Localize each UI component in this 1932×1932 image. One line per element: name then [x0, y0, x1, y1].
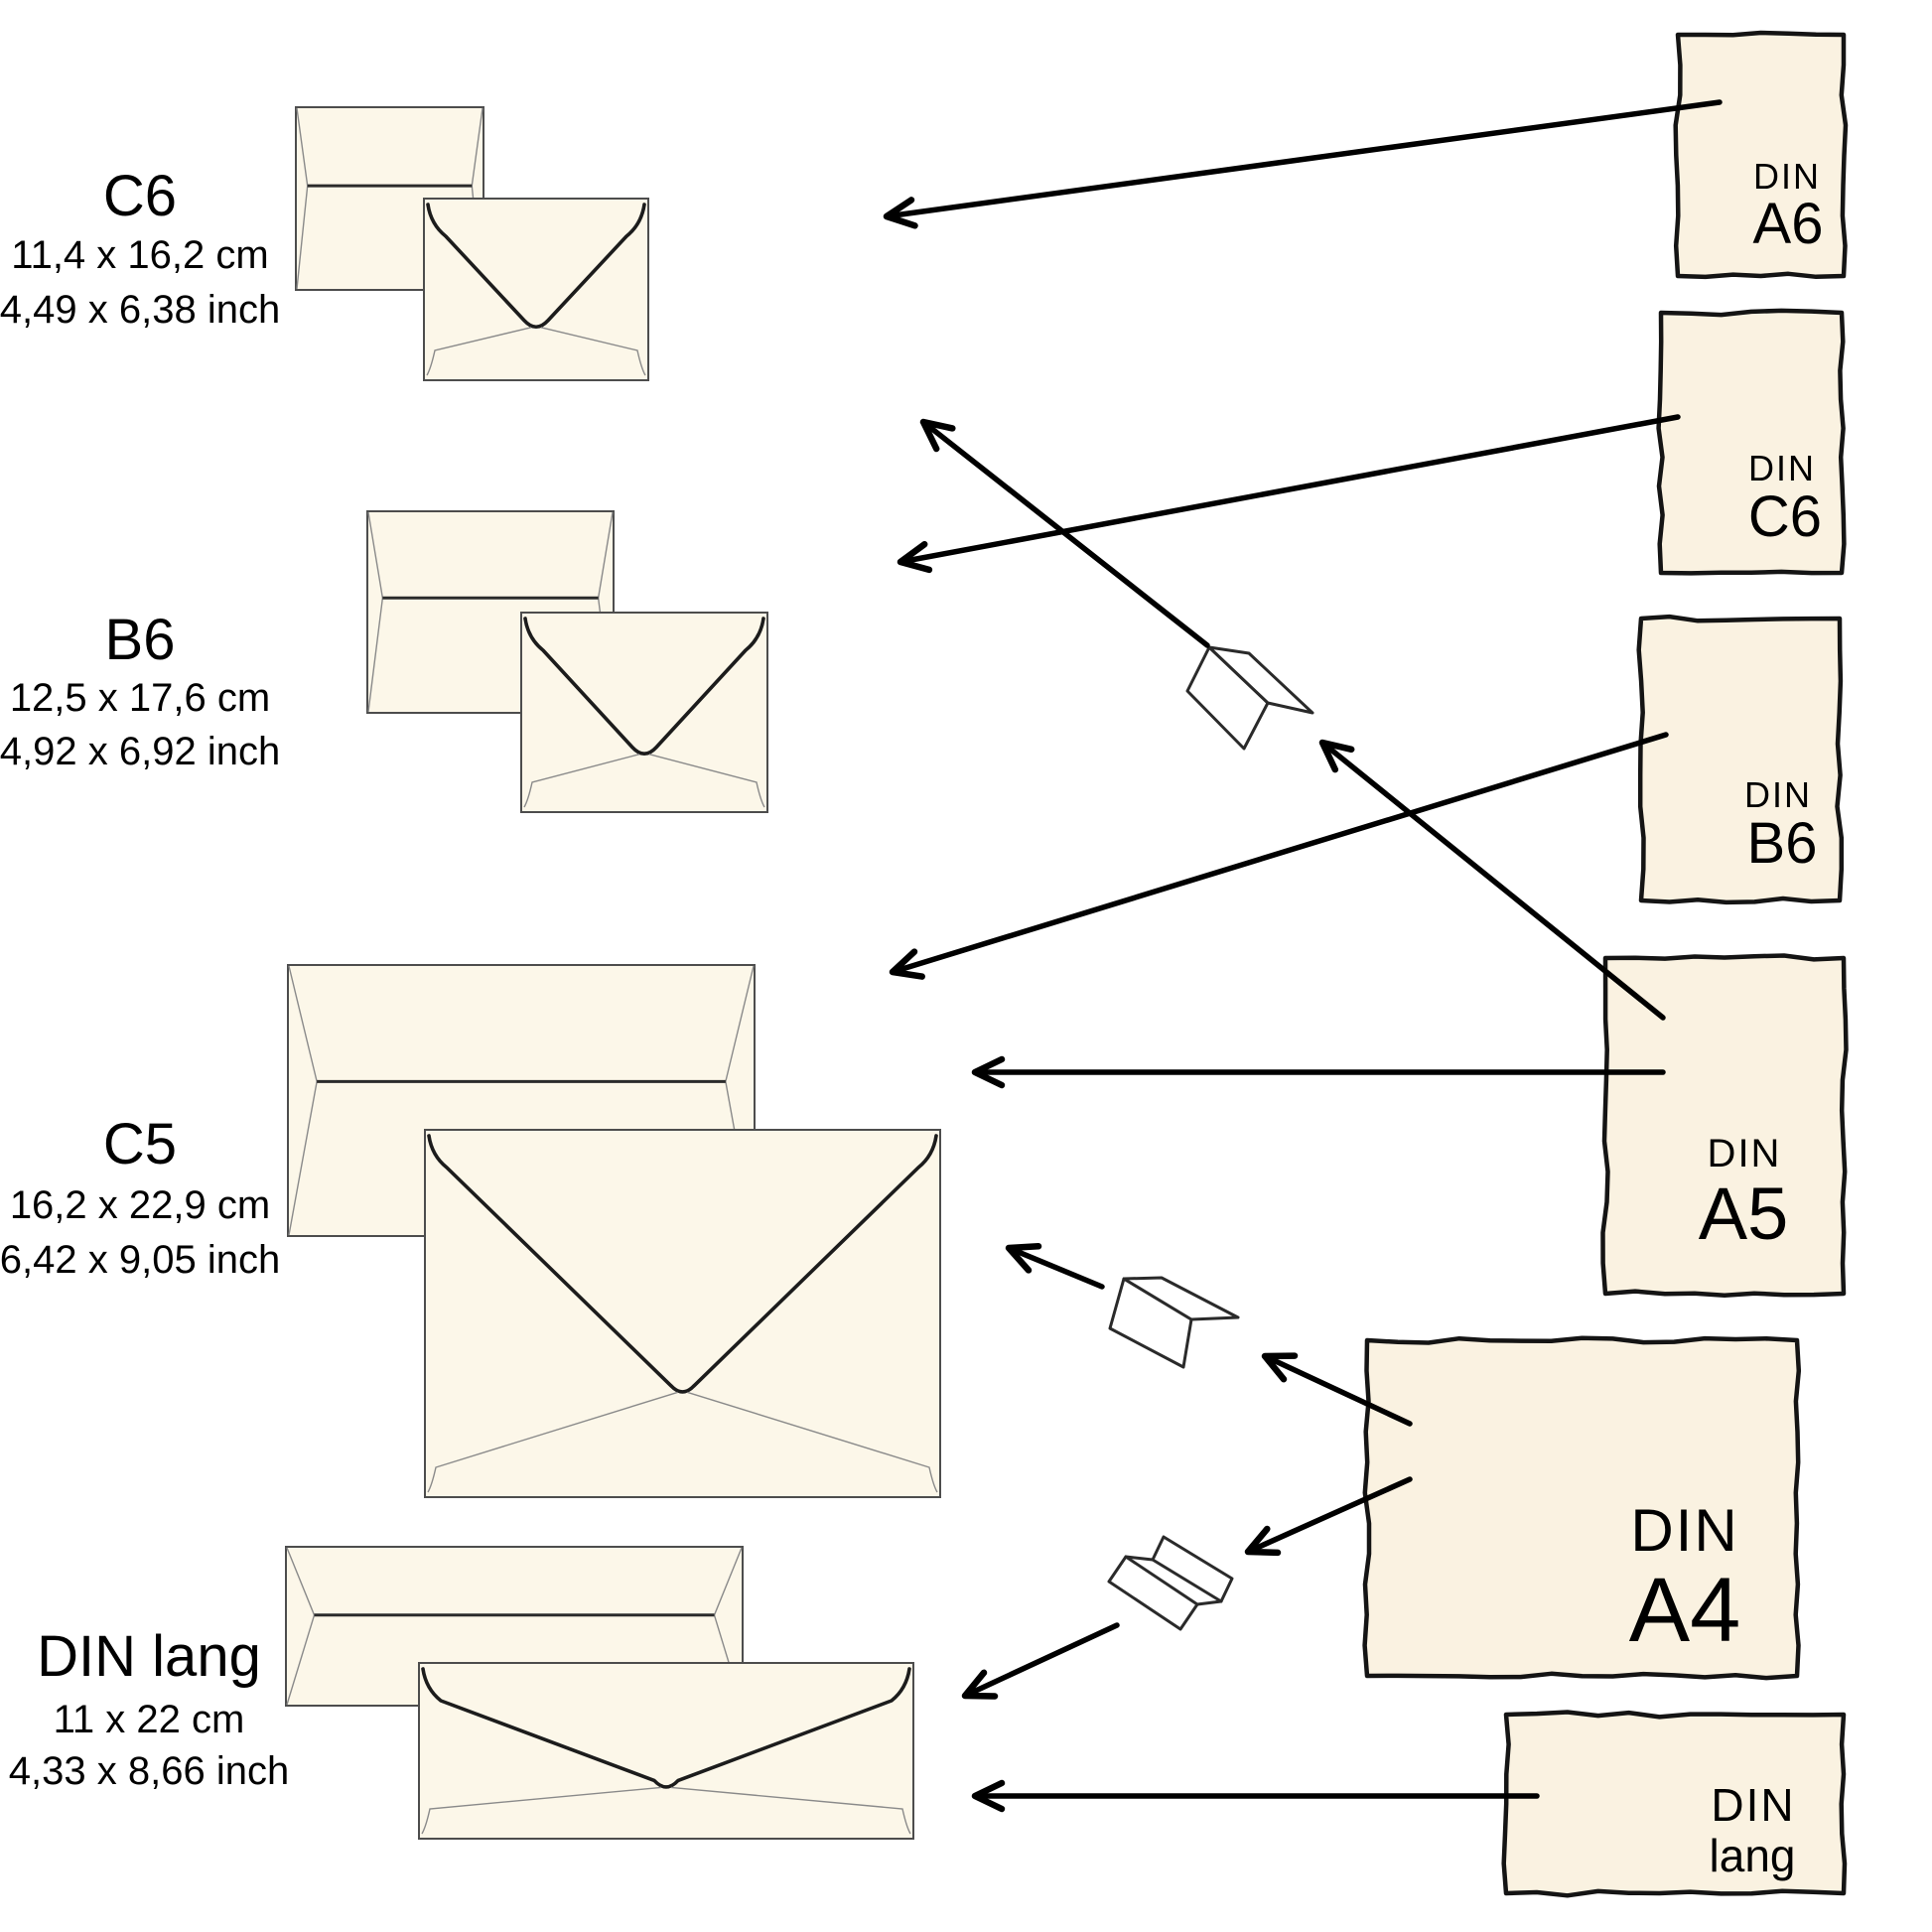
paper-din-c6 — [1656, 308, 1847, 576]
paper-din-a5 — [1600, 953, 1849, 1298]
paper-label-din-b6: DIN — [1744, 774, 1812, 815]
envelope-size-imperial-c5: 6,42 x 9,05 inch — [0, 1238, 281, 1282]
arrow-fold-to-c5-envelope — [1005, 1243, 1105, 1290]
paper-label-c6: C6 — [1747, 484, 1823, 549]
arrow-b6-to-c5-envelope — [889, 732, 1669, 980]
envelope-size-title-c5: C5 — [102, 1112, 178, 1176]
paper-label-din-a4: DIN — [1630, 1497, 1739, 1564]
envelope-size-imperial-c6: 4,49 x 6,38 inch — [0, 288, 281, 332]
paper-label-a4: A4 — [1628, 1560, 1741, 1661]
arrow-a5-to-fold-icon — [1318, 739, 1666, 1021]
envelope-size-metric-c5: 16,2 x 22,9 cm — [9, 1183, 271, 1227]
paper-din-a6 — [1673, 30, 1849, 280]
envelope-size-metric-din-lang: 11 x 22 cm — [53, 1698, 245, 1741]
c5-envelope-front — [424, 1129, 941, 1498]
envelope-size-imperial-din-lang: 4,33 x 8,66 inch — [8, 1749, 290, 1793]
arrow-zfold-to-din-lang-envelope — [961, 1622, 1120, 1700]
paper-label-din-a5: DIN — [1707, 1132, 1782, 1175]
paper-label-a6: A6 — [1752, 192, 1824, 256]
arrow-c6-to-b6-envelope — [897, 414, 1681, 574]
paper-label-din-c6: DIN — [1748, 448, 1816, 488]
arrows-layer — [883, 99, 1723, 1813]
envelopes-layer — [285, 106, 941, 1840]
paper-label-din-lang: DIN — [1711, 1779, 1796, 1831]
c6-envelope-front — [423, 198, 649, 381]
envelope-size-title-din-lang: DIN lang — [37, 1624, 261, 1689]
paper-din-b6 — [1636, 614, 1845, 905]
arrow-a4-to-zfold-icon — [1244, 1476, 1413, 1557]
envelope-size-metric-b6: 12,5 x 17,6 cm — [9, 676, 271, 720]
arrow-fold-to-c6-envelope — [919, 418, 1210, 648]
envelope-size-title-b6: B6 — [104, 608, 176, 672]
b6-envelope-front — [520, 612, 768, 813]
paper-din-a4 — [1362, 1335, 1802, 1681]
fold-icons-layer — [1107, 645, 1314, 1631]
paper-label-a5: A5 — [1698, 1173, 1789, 1255]
papers-layer — [1362, 30, 1849, 1898]
envelope-size-metric-c6: 11,4 x 16,2 cm — [11, 233, 269, 277]
paper-label-b6: B6 — [1746, 811, 1818, 876]
arrow-a5-to-c5-envelope — [971, 1055, 1666, 1089]
fold-icon-z — [1107, 1535, 1234, 1631]
arrow-a4-to-fold-icon — [1261, 1352, 1413, 1427]
envelope-size-imperial-b6: 4,92 x 6,92 inch — [0, 730, 281, 773]
envelope-size-title-c6: C6 — [102, 164, 178, 228]
paper-label-lang: lang — [1709, 1830, 1796, 1881]
din-lang-envelope-front — [418, 1662, 914, 1840]
fold-icon-single-2 — [1108, 1276, 1240, 1369]
paper-label-din-a6: DIN — [1753, 156, 1821, 197]
arrow-a6-to-c6-envelope — [883, 99, 1723, 229]
fold-icon-single-1 — [1185, 645, 1314, 751]
paper-din-lang — [1501, 1710, 1848, 1898]
arrow-din-lang-to-envelope — [971, 1779, 1540, 1813]
